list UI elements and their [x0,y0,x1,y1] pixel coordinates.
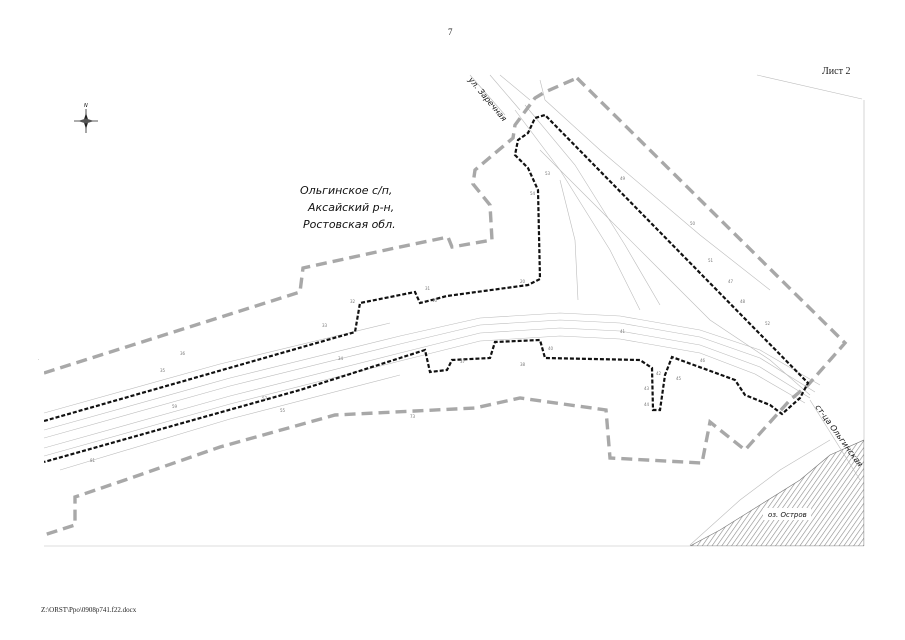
parcel-number: 47 [728,279,734,284]
parcel-number: 52 [765,321,771,326]
map-frame [44,74,865,547]
parcel-number: 43 [644,386,650,391]
parcel-number: 45 [676,376,682,381]
left-edge-label: · [36,359,41,360]
parcel-number: 57 [262,396,268,401]
parcel-number: 37 [460,359,466,364]
parcel-number: 48 [740,299,746,304]
parcel-number: 46 [700,358,706,363]
parcel-number: 31 [425,286,431,291]
parcel-number: 41 [620,329,626,334]
parcel-number: 34 [338,356,344,361]
parcel-number: 59 [172,404,178,409]
settlement-label-line1: Ольгинское с/п, [300,184,392,197]
parcel-number: 32 [350,299,356,304]
lake-label: оз. Остров [768,511,807,519]
settlement-label: Ольгинское с/п, Аксайский р-н, Ростовска… [300,184,396,231]
settlement-label-line3: Ростовская обл. [303,218,396,231]
lake-label-box [763,508,811,520]
parcel-number: 33 [322,323,328,328]
parcel-number: 51 [708,258,714,263]
parcel-number: 42 [656,371,662,376]
parcel-number: 44 [644,402,650,407]
parcel-number: 53 [545,171,551,176]
page-number: 7 [448,27,453,37]
street-label-zarechnaya: ул. Заречная [466,75,509,124]
compass-north-letter: N [84,103,88,109]
parcel-number: 38 [520,362,526,367]
parcel-number: 10 [432,298,438,303]
parcel-number: 54 [530,191,536,196]
parcel-numbers: 10 20 31 32 33 34 35 36 37 38 40 41 42 43 44 45 46 47 48 49… [90,171,771,463]
parcel-number: 49 [620,176,626,181]
parcel-number: 20 [520,279,526,284]
parcel-number: 35 [160,368,166,373]
parcel-number: 40 [548,346,554,351]
parcel-number: 36 [180,351,186,356]
parcel-number: 55 [280,408,286,413]
inner-boundary [44,113,810,464]
settlement-label-line2: Аксайский р-н, [307,201,394,214]
parcel-number: 50 [690,221,696,226]
parcel-number: 73 [410,414,416,419]
file-path: Z:\ORST\Ppo\0908p741.f22.docx [41,606,137,614]
parcel-number: 81 [90,458,96,463]
compass-rose-icon: N [74,103,98,133]
sheet-label: Лист 2 [822,66,851,77]
lake-area [689,439,864,546]
road-lines [44,74,861,546]
outer-boundary [44,76,848,537]
